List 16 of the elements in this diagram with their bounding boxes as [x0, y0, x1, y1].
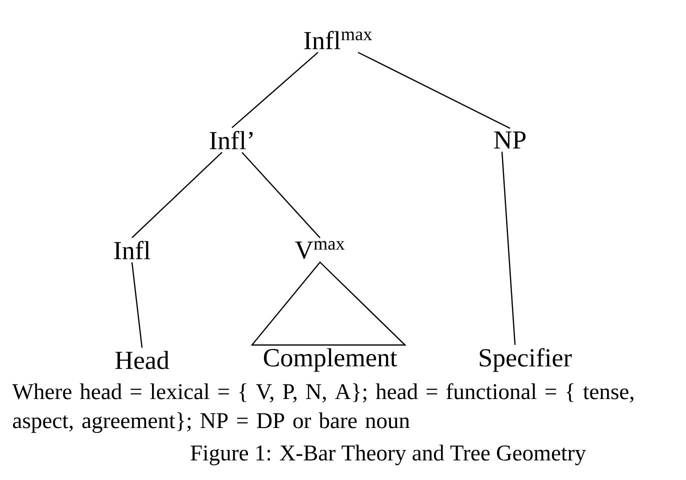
- tree-label: Infl: [114, 240, 150, 260]
- caption: Figure 1: X-Bar Theory and Tree Geometry: [190, 444, 586, 466]
- tree-label: Head: [115, 350, 170, 370]
- branch-line: [131, 262, 143, 348]
- tree-label: Complement: [264, 348, 398, 372]
- branch-line: [358, 52, 510, 129]
- note: Where head = lexical = { V, P, N, A}; head = functional = { tense, aspect, agreement}; NP = DP or bare noun: [12, 383, 634, 433]
- tree-label: NP: [494, 131, 526, 149]
- tree-label: Specifier: [480, 348, 572, 372]
- branch-line: [232, 52, 318, 128]
- tree-label: V$^{max}$: [295, 241, 345, 259]
- tree-label: Infl$^{max}$: [304, 30, 372, 50]
- tree-label: Infl’: [210, 130, 253, 150]
- branch-line: [132, 152, 222, 238]
- branch-line: [501, 152, 516, 345]
- branch-line: [242, 152, 320, 238]
